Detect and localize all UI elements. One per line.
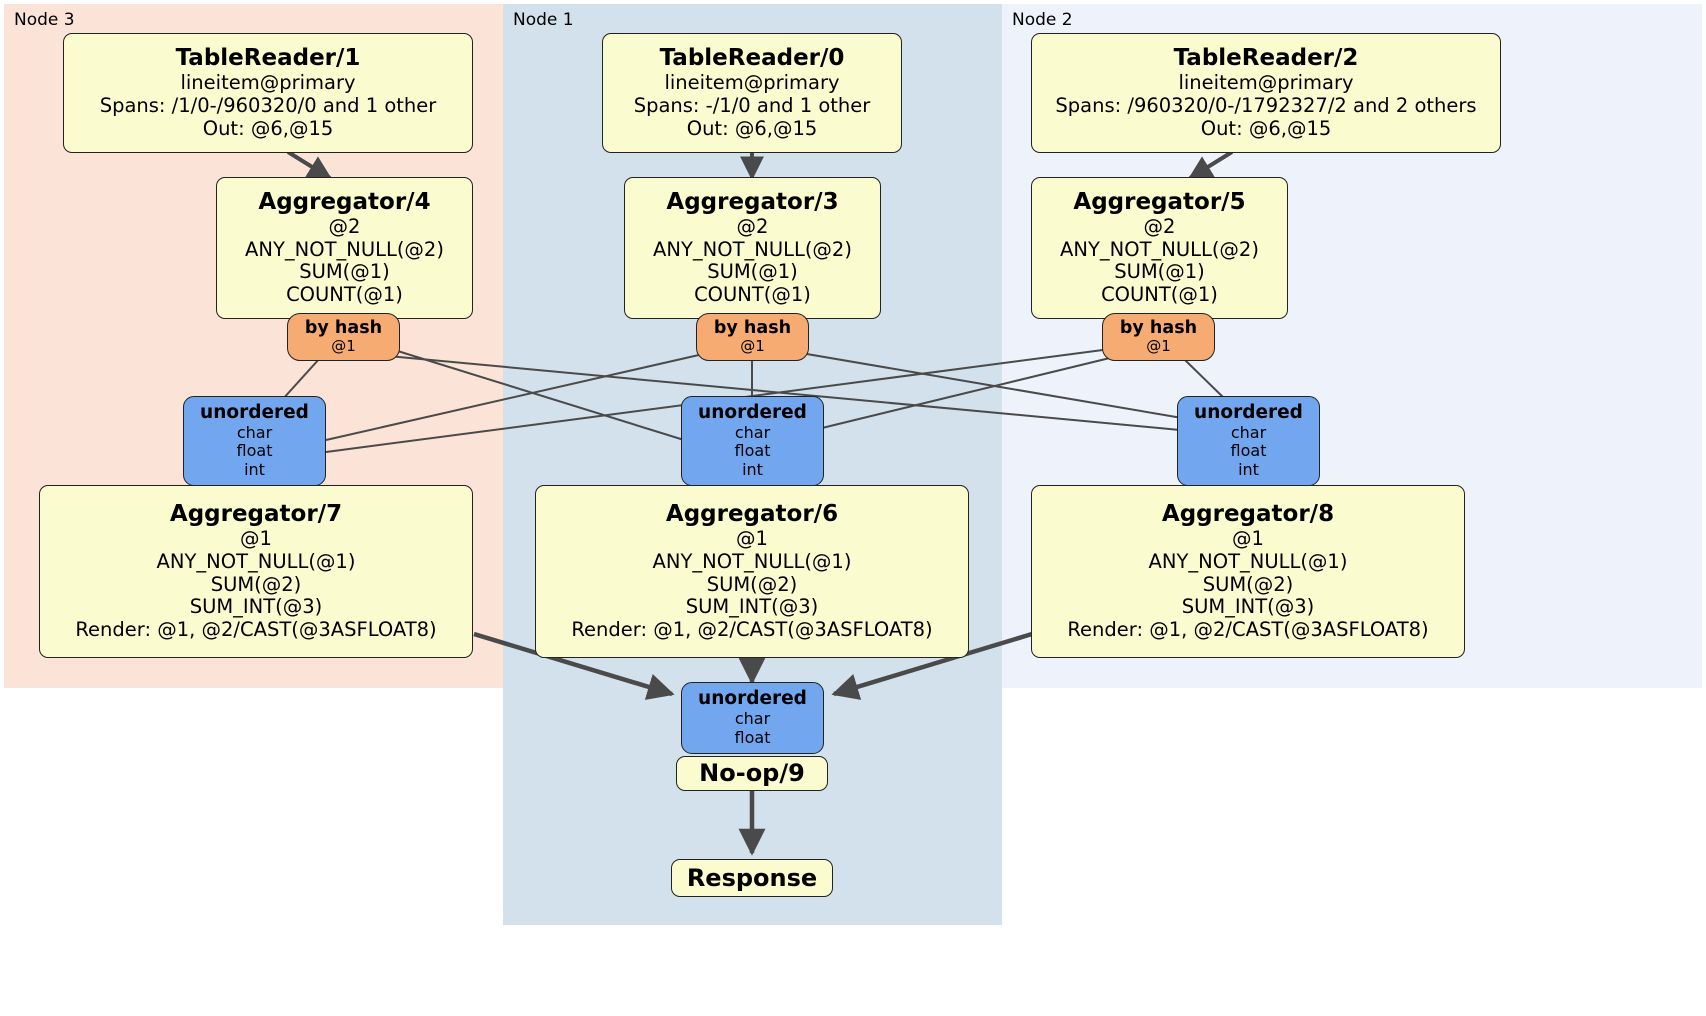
router-line: float: [1230, 441, 1267, 461]
processor-line: COUNT(@1): [286, 283, 403, 307]
processor-title: TableReader/0: [659, 45, 845, 72]
processor-line: Spans: -/1/0 and 1 other: [633, 94, 871, 118]
router-line: char: [1230, 422, 1267, 442]
processor-aggregator-3[interactable]: Aggregator/3 @2 ANY_NOT_NULL(@2) SUM(@1)…: [624, 177, 881, 319]
processor-title: TableReader/1: [175, 45, 361, 72]
processor-noop-9[interactable]: No-op/9: [676, 756, 828, 791]
processor-title: Aggregator/5: [1073, 188, 1246, 215]
processor-line: @1: [736, 526, 768, 550]
processor-line: Render: @1, @2/CAST(@3ASFLOAT8): [1067, 618, 1429, 642]
router-line: float: [734, 441, 771, 461]
processor-tablereader-2[interactable]: TableReader/2 lineitem@primary Spans: /9…: [1031, 33, 1501, 153]
processor-aggregator-4[interactable]: Aggregator/4 @2 ANY_NOT_NULL(@2) SUM(@1)…: [216, 177, 473, 319]
processor-line: SUM(@1): [707, 260, 798, 284]
processor-line: Spans: /1/0-/960320/0 and 1 other: [99, 94, 437, 118]
processor-title: Response: [686, 863, 818, 892]
router-line: float: [734, 727, 771, 747]
processor-line: ANY_NOT_NULL(@2): [653, 237, 852, 261]
router-line: @1: [1146, 337, 1171, 356]
processor-line: SUM(@2): [210, 572, 302, 596]
processor-tablereader-0[interactable]: TableReader/0 lineitem@primary Spans: -/…: [602, 33, 902, 153]
processor-title: Aggregator/6: [665, 501, 839, 528]
processor-line: Out: @6,@15: [202, 116, 334, 140]
processor-line: Render: @1, @2/CAST(@3ASFLOAT8): [75, 618, 437, 642]
processor-line: SUM_INT(@3): [685, 595, 819, 619]
processor-aggregator-8[interactable]: Aggregator/8 @1 ANY_NOT_NULL(@1) SUM(@2)…: [1031, 485, 1465, 658]
router-line: char: [236, 422, 273, 442]
router-title: by hash: [1119, 317, 1198, 338]
processor-aggregator-6[interactable]: Aggregator/6 @1 ANY_NOT_NULL(@1) SUM(@2)…: [535, 485, 969, 658]
processor-line: SUM(@1): [1114, 260, 1205, 284]
router-unordered-right[interactable]: unordered char float int: [1177, 396, 1320, 486]
router-by-hash-mid[interactable]: by hash @1: [696, 313, 809, 361]
processor-line: SUM(@1): [299, 260, 390, 284]
router-title: by hash: [304, 317, 383, 338]
processor-line: @2: [1143, 214, 1176, 238]
router-line: char: [734, 709, 771, 729]
router-title: unordered: [698, 402, 807, 424]
router-line: int: [1238, 460, 1259, 480]
processor-line: ANY_NOT_NULL(@1): [1148, 549, 1348, 573]
processor-tablereader-1[interactable]: TableReader/1 lineitem@primary Spans: /1…: [63, 33, 473, 153]
panel-node2-label: Node 2: [1012, 10, 1073, 30]
router-unordered-left[interactable]: unordered char float int: [183, 396, 326, 486]
processor-aggregator-5[interactable]: Aggregator/5 @2 ANY_NOT_NULL(@2) SUM(@1)…: [1031, 177, 1288, 319]
router-title: unordered: [1194, 402, 1303, 424]
processor-line: Out: @6,@15: [1200, 116, 1332, 140]
processor-line: COUNT(@1): [1101, 283, 1218, 307]
processor-aggregator-7[interactable]: Aggregator/7 @1 ANY_NOT_NULL(@1) SUM(@2)…: [39, 485, 473, 658]
processor-line: SUM_INT(@3): [1181, 595, 1315, 619]
processor-line: SUM(@2): [706, 572, 798, 596]
processor-line: Spans: /960320/0-/1792327/2 and 2 others: [1055, 94, 1477, 118]
router-line: @1: [331, 337, 356, 356]
processor-line: @1: [240, 526, 272, 550]
processor-line: ANY_NOT_NULL(@2): [245, 237, 444, 261]
processor-title: Aggregator/3: [666, 188, 839, 215]
router-line: int: [742, 460, 763, 480]
router-line: @1: [740, 337, 765, 356]
panel-node3-label: Node 3: [14, 10, 75, 30]
processor-line: ANY_NOT_NULL(@2): [1060, 237, 1259, 261]
processor-title: No-op/9: [699, 759, 805, 788]
router-by-hash-right[interactable]: by hash @1: [1102, 313, 1215, 361]
router-unordered-final[interactable]: unordered char float: [681, 682, 824, 754]
processor-line: Out: @6,@15: [686, 116, 818, 140]
processor-line: ANY_NOT_NULL(@1): [652, 549, 852, 573]
processor-line: ANY_NOT_NULL(@1): [156, 549, 356, 573]
router-unordered-mid[interactable]: unordered char float int: [681, 396, 824, 486]
processor-line: lineitem@primary: [1178, 71, 1354, 95]
router-line: char: [734, 422, 771, 442]
router-title: unordered: [200, 402, 309, 424]
router-by-hash-left[interactable]: by hash @1: [287, 313, 400, 361]
processor-line: SUM(@2): [1202, 572, 1294, 596]
processor-line: lineitem@primary: [180, 71, 356, 95]
router-title: unordered: [698, 688, 807, 710]
processor-title: Aggregator/7: [169, 501, 343, 528]
processor-title: TableReader/2: [1173, 45, 1359, 72]
router-line: int: [244, 460, 265, 480]
processor-line: lineitem@primary: [664, 71, 840, 95]
panel-node1-label: Node 1: [513, 10, 574, 30]
processor-line: Render: @1, @2/CAST(@3ASFLOAT8): [571, 618, 933, 642]
processor-line: @2: [736, 214, 769, 238]
processor-response[interactable]: Response: [671, 859, 833, 897]
router-title: by hash: [713, 317, 792, 338]
router-line: float: [236, 441, 273, 461]
processor-line: @1: [1232, 526, 1264, 550]
processor-line: COUNT(@1): [694, 283, 811, 307]
processor-line: @2: [328, 214, 361, 238]
processor-title: Aggregator/4: [258, 188, 431, 215]
processor-line: SUM_INT(@3): [189, 595, 323, 619]
processor-title: Aggregator/8: [1161, 501, 1335, 528]
